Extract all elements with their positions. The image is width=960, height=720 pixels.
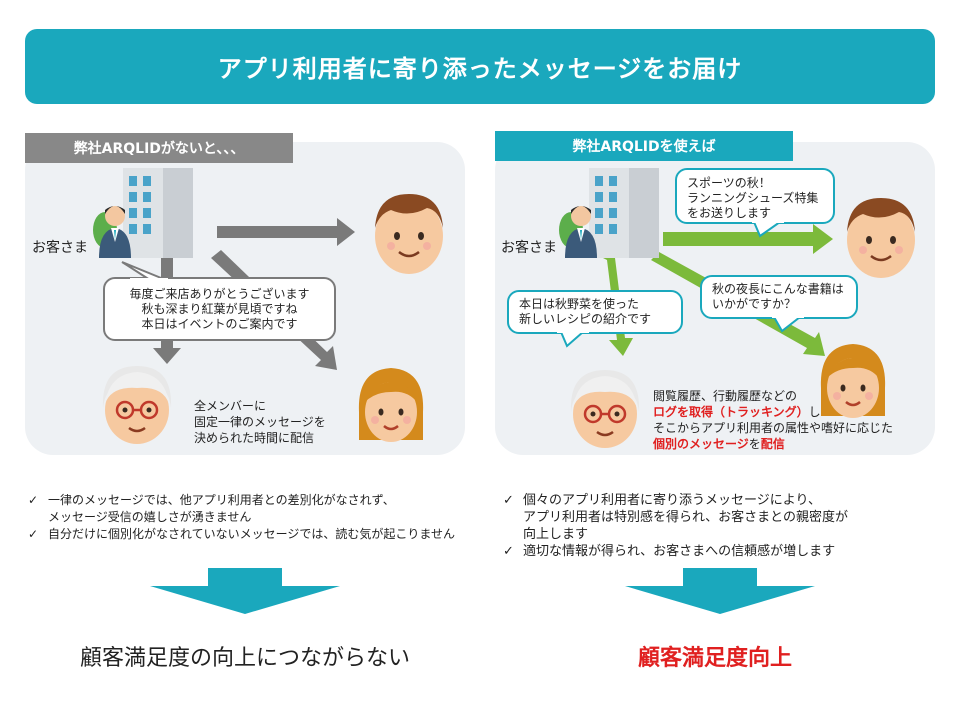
- bubble-tail: [752, 220, 784, 238]
- check-text: 適切な情報が得られ、お客さまへの信頼感が増します: [523, 544, 836, 559]
- right-checklist: ✓ 個々のアプリ利用者に寄り添うメッセージにより、アプリ利用者は特別感を得られ、…: [503, 492, 933, 560]
- bubble-tail: [557, 330, 589, 348]
- check-icon: ✓: [28, 527, 39, 541]
- without-arqlid-tag: 弊社ARQLIDがないと、、、: [25, 133, 293, 163]
- bubble-tail: [121, 261, 168, 282]
- right-note: 閲覧履歴、行動履歴などの ログを取得（トラッキング）し そこからアプリ利用者の属…: [653, 388, 928, 452]
- left-note: 全メンバーに 固定一律のメッセージを 決められた時間に配信: [194, 398, 326, 446]
- tracking-highlight: ログを取得（トラッキング）: [653, 405, 809, 419]
- left-checklist: ✓ 一律のメッセージでは、他アプリ利用者との差別化がなされず、メッセージ受信の嬉…: [28, 492, 468, 543]
- check-icon: ✓: [28, 493, 39, 507]
- recipe-message-bubble: 本日は秋野菜を使った 新しいレシピの紹介です: [507, 290, 683, 334]
- check-text: 向上します: [523, 527, 589, 542]
- right-result: 顧客満足度向上: [637, 646, 792, 671]
- check-item: ✓ 適切な情報が得られ、お客さまへの信頼感が増します: [503, 543, 933, 560]
- customer-label: お客さま: [32, 240, 88, 256]
- bubble-line: 毎度ご来店ありがとうございます: [129, 287, 310, 301]
- note-text: し: [808, 405, 821, 419]
- page-title: アプリ利用者に寄り添ったメッセージをお届け: [25, 29, 935, 104]
- note-line: 固定一律のメッセージを: [194, 415, 326, 429]
- check-text: 一律のメッセージでは、他アプリ利用者との差別化がなされず、: [48, 493, 395, 507]
- check-icon: ✓: [503, 544, 514, 559]
- personal-message-highlight: 個別のメッセージ: [653, 437, 749, 451]
- bubble-line: をお送りします: [687, 206, 772, 220]
- bubble-line: ランニングシューズ特集: [687, 191, 819, 205]
- note-line: 決められた時間に配信: [194, 431, 315, 445]
- bubble-line: 秋も深まり紅葉が見頃ですね: [141, 302, 298, 316]
- man-customer-icon: [373, 192, 445, 276]
- check-text: アプリ利用者は特別感を得られ、お客さまとの親密度が: [523, 510, 849, 525]
- arrow-to-man: [663, 224, 833, 254]
- left-down-arrow-icon: [150, 568, 340, 614]
- woman-customer-icon: [357, 366, 425, 444]
- right-down-arrow-icon: [625, 568, 815, 614]
- bubble-tail: [772, 315, 804, 333]
- arrow-to-man: [217, 218, 355, 246]
- book-message-bubble: 秋の夜長にこんな書籍は いかがですか？: [700, 275, 858, 319]
- check-item: ✓ 自分だけに個別化がなされていないメッセージでは、読む気が起こりません: [28, 526, 468, 543]
- left-result: 顧客満足度の向上につながらない: [79, 646, 410, 671]
- bubble-line: スポーツの秋！: [687, 176, 771, 190]
- note-text: を: [748, 437, 761, 451]
- check-text: メッセージ受信の嬉しさが湧きません: [48, 510, 252, 524]
- customer-label: お客さま: [501, 240, 557, 256]
- with-arqlid-tag: 弊社ARQLIDを使えば: [495, 131, 793, 161]
- office-building-icon: [559, 168, 659, 258]
- note-line: 個別のメッセージを配信: [653, 436, 928, 452]
- bubble-line: 秋の夜長にこんな書籍は: [712, 282, 844, 296]
- check-item: ✓ 一律のメッセージでは、他アプリ利用者との差別化がなされず、メッセージ受信の嬉…: [28, 492, 468, 526]
- check-text: 自分だけに個別化がなされていないメッセージでは、読む気が起こりません: [48, 527, 456, 541]
- elder-customer-icon: [101, 364, 173, 446]
- note-line: ログを取得（トラッキング）し: [653, 404, 928, 420]
- generic-message-bubble: 毎度ご来店ありがとうございます 秋も深まり紅葉が見頃ですね 本日はイベントのご案…: [103, 277, 336, 341]
- note-line: そこからアプリ利用者の属性や嗜好に応じた: [653, 421, 894, 435]
- sports-message-bubble: スポーツの秋！ ランニングシューズ特集 をお送りします: [675, 168, 835, 224]
- office-building-icon: [93, 168, 193, 258]
- bubble-line: 本日は秋野菜を使った: [519, 297, 640, 311]
- note-line: 全メンバーに: [194, 399, 267, 413]
- check-icon: ✓: [503, 493, 514, 508]
- bubble-line: 本日はイベントのご案内です: [141, 317, 298, 331]
- elder-customer-icon: [569, 368, 641, 450]
- check-text: 個々のアプリ利用者に寄り添うメッセージにより、: [523, 493, 821, 508]
- delivery-highlight: 配信: [760, 437, 785, 451]
- check-item: ✓ 個々のアプリ利用者に寄り添うメッセージにより、アプリ利用者は特別感を得られ、…: [503, 492, 933, 543]
- man-customer-icon: [845, 196, 917, 280]
- note-line: 閲覧履歴、行動履歴などの: [653, 389, 798, 403]
- bubble-line: いかがですか？: [712, 297, 797, 311]
- bubble-line: 新しいレシピの紹介です: [519, 312, 652, 326]
